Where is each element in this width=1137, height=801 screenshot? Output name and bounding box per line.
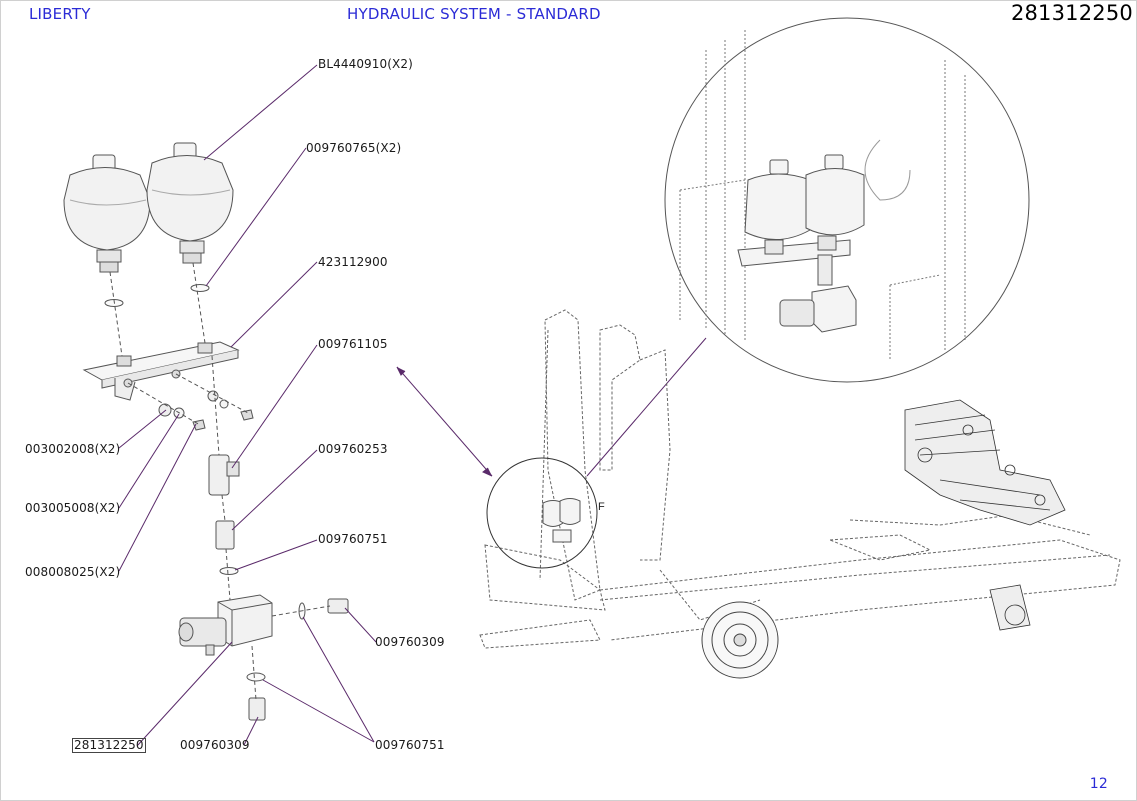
label-side-fitting: 009760309 [375, 635, 445, 649]
label-washer: 003005008(X2) [25, 501, 121, 515]
label-bottom-fitting: 009760309 [180, 738, 250, 752]
label-accumulator: BL4440910(X2) [318, 57, 413, 71]
label-nut: 003002008(X2) [25, 442, 121, 456]
brand-label: LIBERTY [29, 5, 91, 23]
leader-lines [118, 64, 707, 747]
label-seal-upper: 009760751 [318, 532, 388, 546]
detail-view-circle [664, 17, 1030, 383]
label-seal-lower: 009760751 [375, 738, 445, 752]
machine-frame [479, 309, 1121, 679]
document-number: 281312250 [1010, 1, 1133, 25]
label-tee-fitting: 009761105 [318, 337, 388, 351]
tee-fitting [208, 454, 230, 496]
page-title: HYDRAULIC SYSTEM - STANDARD [347, 5, 601, 23]
label-screw: 008008025(X2) [25, 565, 121, 579]
detail-marker: F [598, 501, 605, 513]
label-bracket: 423112900 [318, 255, 388, 269]
label-valve-block: 281312250 [72, 738, 146, 753]
exploded-assembly [63, 142, 349, 721]
label-adapter: 009760253 [318, 442, 388, 456]
label-accumulator-seal: 009760765(X2) [306, 141, 402, 155]
accumulator-right [146, 142, 234, 264]
accumulator-left [63, 154, 151, 273]
page-number: 12 [1089, 776, 1108, 792]
assembly-axes [109, 262, 331, 701]
